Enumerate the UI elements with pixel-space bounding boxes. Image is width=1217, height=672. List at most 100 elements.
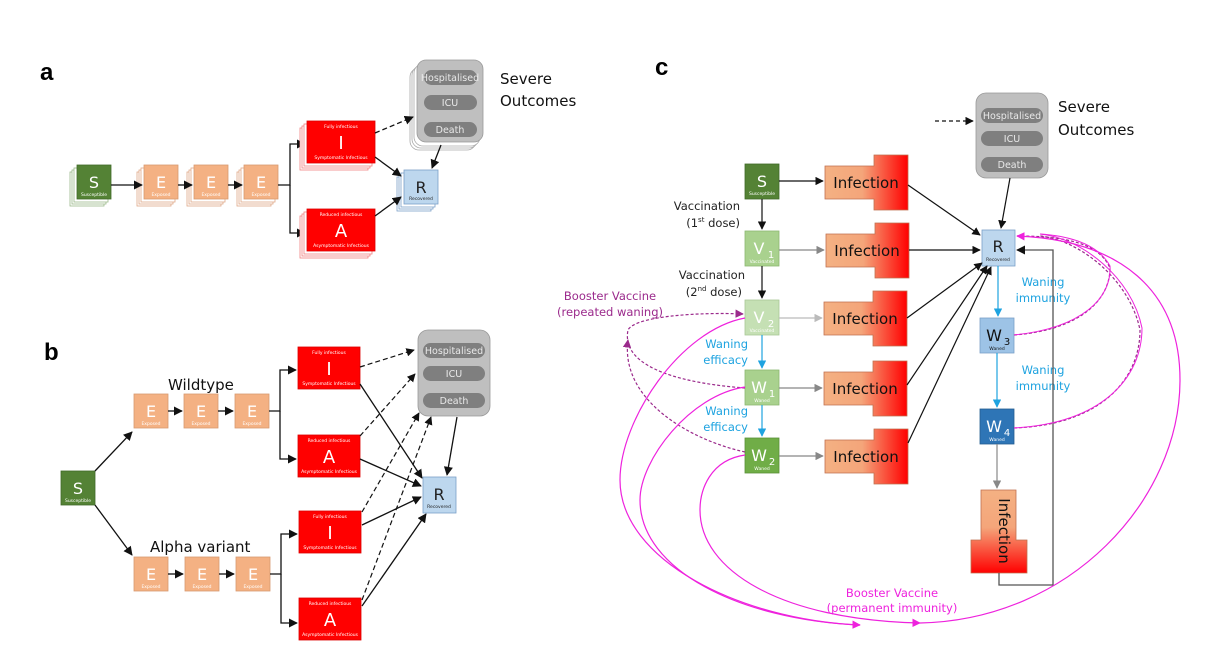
node-c-s-letter: S: [757, 172, 767, 191]
booster-permanent-w2: [699, 454, 921, 628]
node-a-a-sub: Asymptomatic Infectious: [313, 243, 370, 249]
node-c-v2-letter: V: [754, 308, 765, 327]
node-b-aa-letter: A: [324, 610, 337, 631]
panel-c: c Hospitalised ICU Death Severe Outcomes…: [557, 54, 1181, 629]
node-a-a-top: Reduced infectious: [320, 212, 363, 218]
node-c-w3-letter: W: [986, 326, 1002, 345]
arrow-b-severe-r: [443, 416, 458, 476]
node-b-we3-sub: Exposed: [242, 421, 261, 427]
pill-hospitalised-b-text: Hospitalised: [425, 346, 483, 357]
node-b-alpha-exposed-3: E Exposed: [235, 556, 271, 592]
wildtype-label: Wildtype: [168, 376, 234, 394]
node-c-r-sub: Recovered: [986, 257, 1010, 263]
arrow-c-inf1-r: [907, 184, 981, 236]
node-a-exposed-3: E Exposed: [236, 164, 279, 207]
label-waning-efficacy-1-line2: efficacy: [703, 353, 748, 367]
label-booster-repeated-line1: Booster Vaccine: [564, 289, 656, 303]
pill-death-b: [423, 393, 485, 408]
node-c-s-sub: Susceptible: [749, 191, 775, 197]
severe-outcomes-label-c-2: Outcomes: [1058, 121, 1134, 139]
node-a-e2-sub: Exposed: [201, 192, 220, 198]
node-b-susceptible: S Susceptible: [60, 470, 96, 506]
node-c-w1-index: 1: [769, 389, 775, 400]
node-b-wild-infectious-asymptomatic: Reduced infectious A Asymptomatic Infect…: [297, 434, 361, 478]
node-b-ai-top: Fully infectious: [313, 514, 347, 520]
label-waning-efficacy-1-line1: Waning: [705, 337, 748, 351]
node-a-exposed-1: E Exposed: [136, 164, 179, 207]
label-vacc2-sup: nd: [698, 285, 707, 293]
node-a-a-letter: A: [335, 221, 348, 242]
node-a-e3-sub: Exposed: [251, 192, 270, 198]
infection-label-c-vertical: Infection: [995, 498, 1013, 563]
node-a-r-sub: Recovered: [409, 196, 433, 202]
node-c-w4-sub: Waned: [989, 437, 1005, 443]
infection-label-c-5: Infection: [833, 448, 898, 466]
node-b-recovered: R Recovered: [422, 476, 457, 514]
infection-label-c-1: Infection: [833, 174, 898, 192]
label-booster-repeated-line2: (repeated waning): [557, 305, 663, 319]
node-a-i-sub: Symptomatic Infectious: [314, 155, 368, 161]
node-b-alpha-infectious-symptomatic: Fully infectious I Symptomatic Infectiou…: [298, 510, 362, 554]
node-c-v2-index: 2: [768, 319, 774, 330]
label-waning-efficacy-2-line2: efficacy: [703, 420, 748, 434]
pill-death-b-text: Death: [440, 396, 469, 407]
arrow-b-wi-r: [359, 383, 423, 479]
arrow-a-i-severe: [374, 115, 414, 134]
label-booster-permanent-line2: (permanent immunity): [827, 601, 958, 615]
node-b-alpha-infectious-asymptomatic: Reduced infectious A Asymptomatic Infect…: [298, 597, 362, 641]
node-c-recovered: R Recovered: [981, 229, 1016, 267]
node-b-wild-exposed-3: E Exposed: [234, 393, 270, 429]
severe-outcomes-label-a-2: Outcomes: [500, 92, 576, 110]
arrow-b-wa-severe: [359, 373, 416, 437]
node-b-s-sub: Susceptible: [65, 498, 91, 504]
infection-box-c-3: Infection: [823, 290, 908, 347]
node-a-susceptible: S Susceptible: [69, 164, 112, 207]
label-vaccination-1-line1: Vaccination: [674, 199, 740, 213]
node-b-we3-letter: E: [247, 402, 257, 421]
booster-permanent-to-r: [919, 232, 1181, 624]
node-c-waned-2: W 2 Waned: [744, 437, 780, 474]
node-b-r-letter: R: [433, 485, 444, 504]
arrow-c-inf4-r: [906, 265, 988, 386]
pill-icu-a: [424, 95, 477, 110]
node-c-w1-letter: W: [751, 378, 767, 397]
node-b-ai-sub: Symptomatic Infectious: [303, 545, 357, 551]
infection-label-c-3: Infection: [832, 310, 897, 328]
pill-death-a-text: Death: [436, 125, 465, 136]
infection-box-c-2: Infection: [825, 222, 910, 279]
node-b-we2-sub: Exposed: [191, 421, 210, 427]
node-a-e1-letter: E: [156, 173, 166, 192]
node-c-w2-letter: W: [751, 446, 767, 465]
pill-hospitalised-a: [424, 70, 477, 85]
arrow-b-ai-severe: [361, 412, 420, 513]
node-b-ae2-letter: E: [197, 565, 207, 584]
node-b-wi-sub: Symptomatic Infectious: [302, 381, 356, 387]
severe-outcomes-box-a: Hospitalised ICU Death: [409, 59, 484, 151]
node-b-wi-top: Fully infectious: [312, 350, 346, 356]
node-b-we1-sub: Exposed: [141, 421, 160, 427]
booster-repeated-w4-r: [1013, 235, 1141, 429]
arrow-b-alpha-i: [270, 529, 298, 575]
severe-outcomes-label-a-1: Severe: [500, 70, 552, 88]
pill-icu-b-text: ICU: [446, 369, 462, 380]
label-vacc1-post: dose): [704, 216, 740, 230]
severe-outcomes-box-c: Hospitalised ICU Death: [975, 92, 1049, 179]
alpha-variant-label: Alpha variant: [150, 538, 251, 556]
pill-death-a: [424, 122, 477, 137]
infection-label-c-4: Infection: [832, 380, 897, 398]
node-b-wild-infectious-symptomatic: Fully infectious I Symptomatic Infectiou…: [297, 346, 361, 390]
infection-box-c-1: Infection: [824, 154, 909, 211]
node-a-e2-letter: E: [206, 173, 216, 192]
label-waning-immunity-2-line1: Waning: [1022, 363, 1065, 377]
node-a-i-letter: I: [338, 133, 343, 154]
node-a-s-letter: S: [89, 173, 99, 192]
label-waning-immunity-1-line2: immunity: [1016, 291, 1071, 305]
node-c-waned-1: W 1 Waned: [744, 369, 780, 406]
booster-permanent-w1: [639, 386, 861, 626]
arrow-b-wi-severe: [359, 348, 415, 368]
infection-box-c-5: Infection: [824, 428, 909, 485]
arrow-a-a-r: [374, 196, 402, 217]
infection-label-c-2: Infection: [834, 242, 899, 260]
node-c-w1-sub: Waned: [754, 398, 770, 404]
node-c-w4-letter: W: [986, 417, 1002, 436]
